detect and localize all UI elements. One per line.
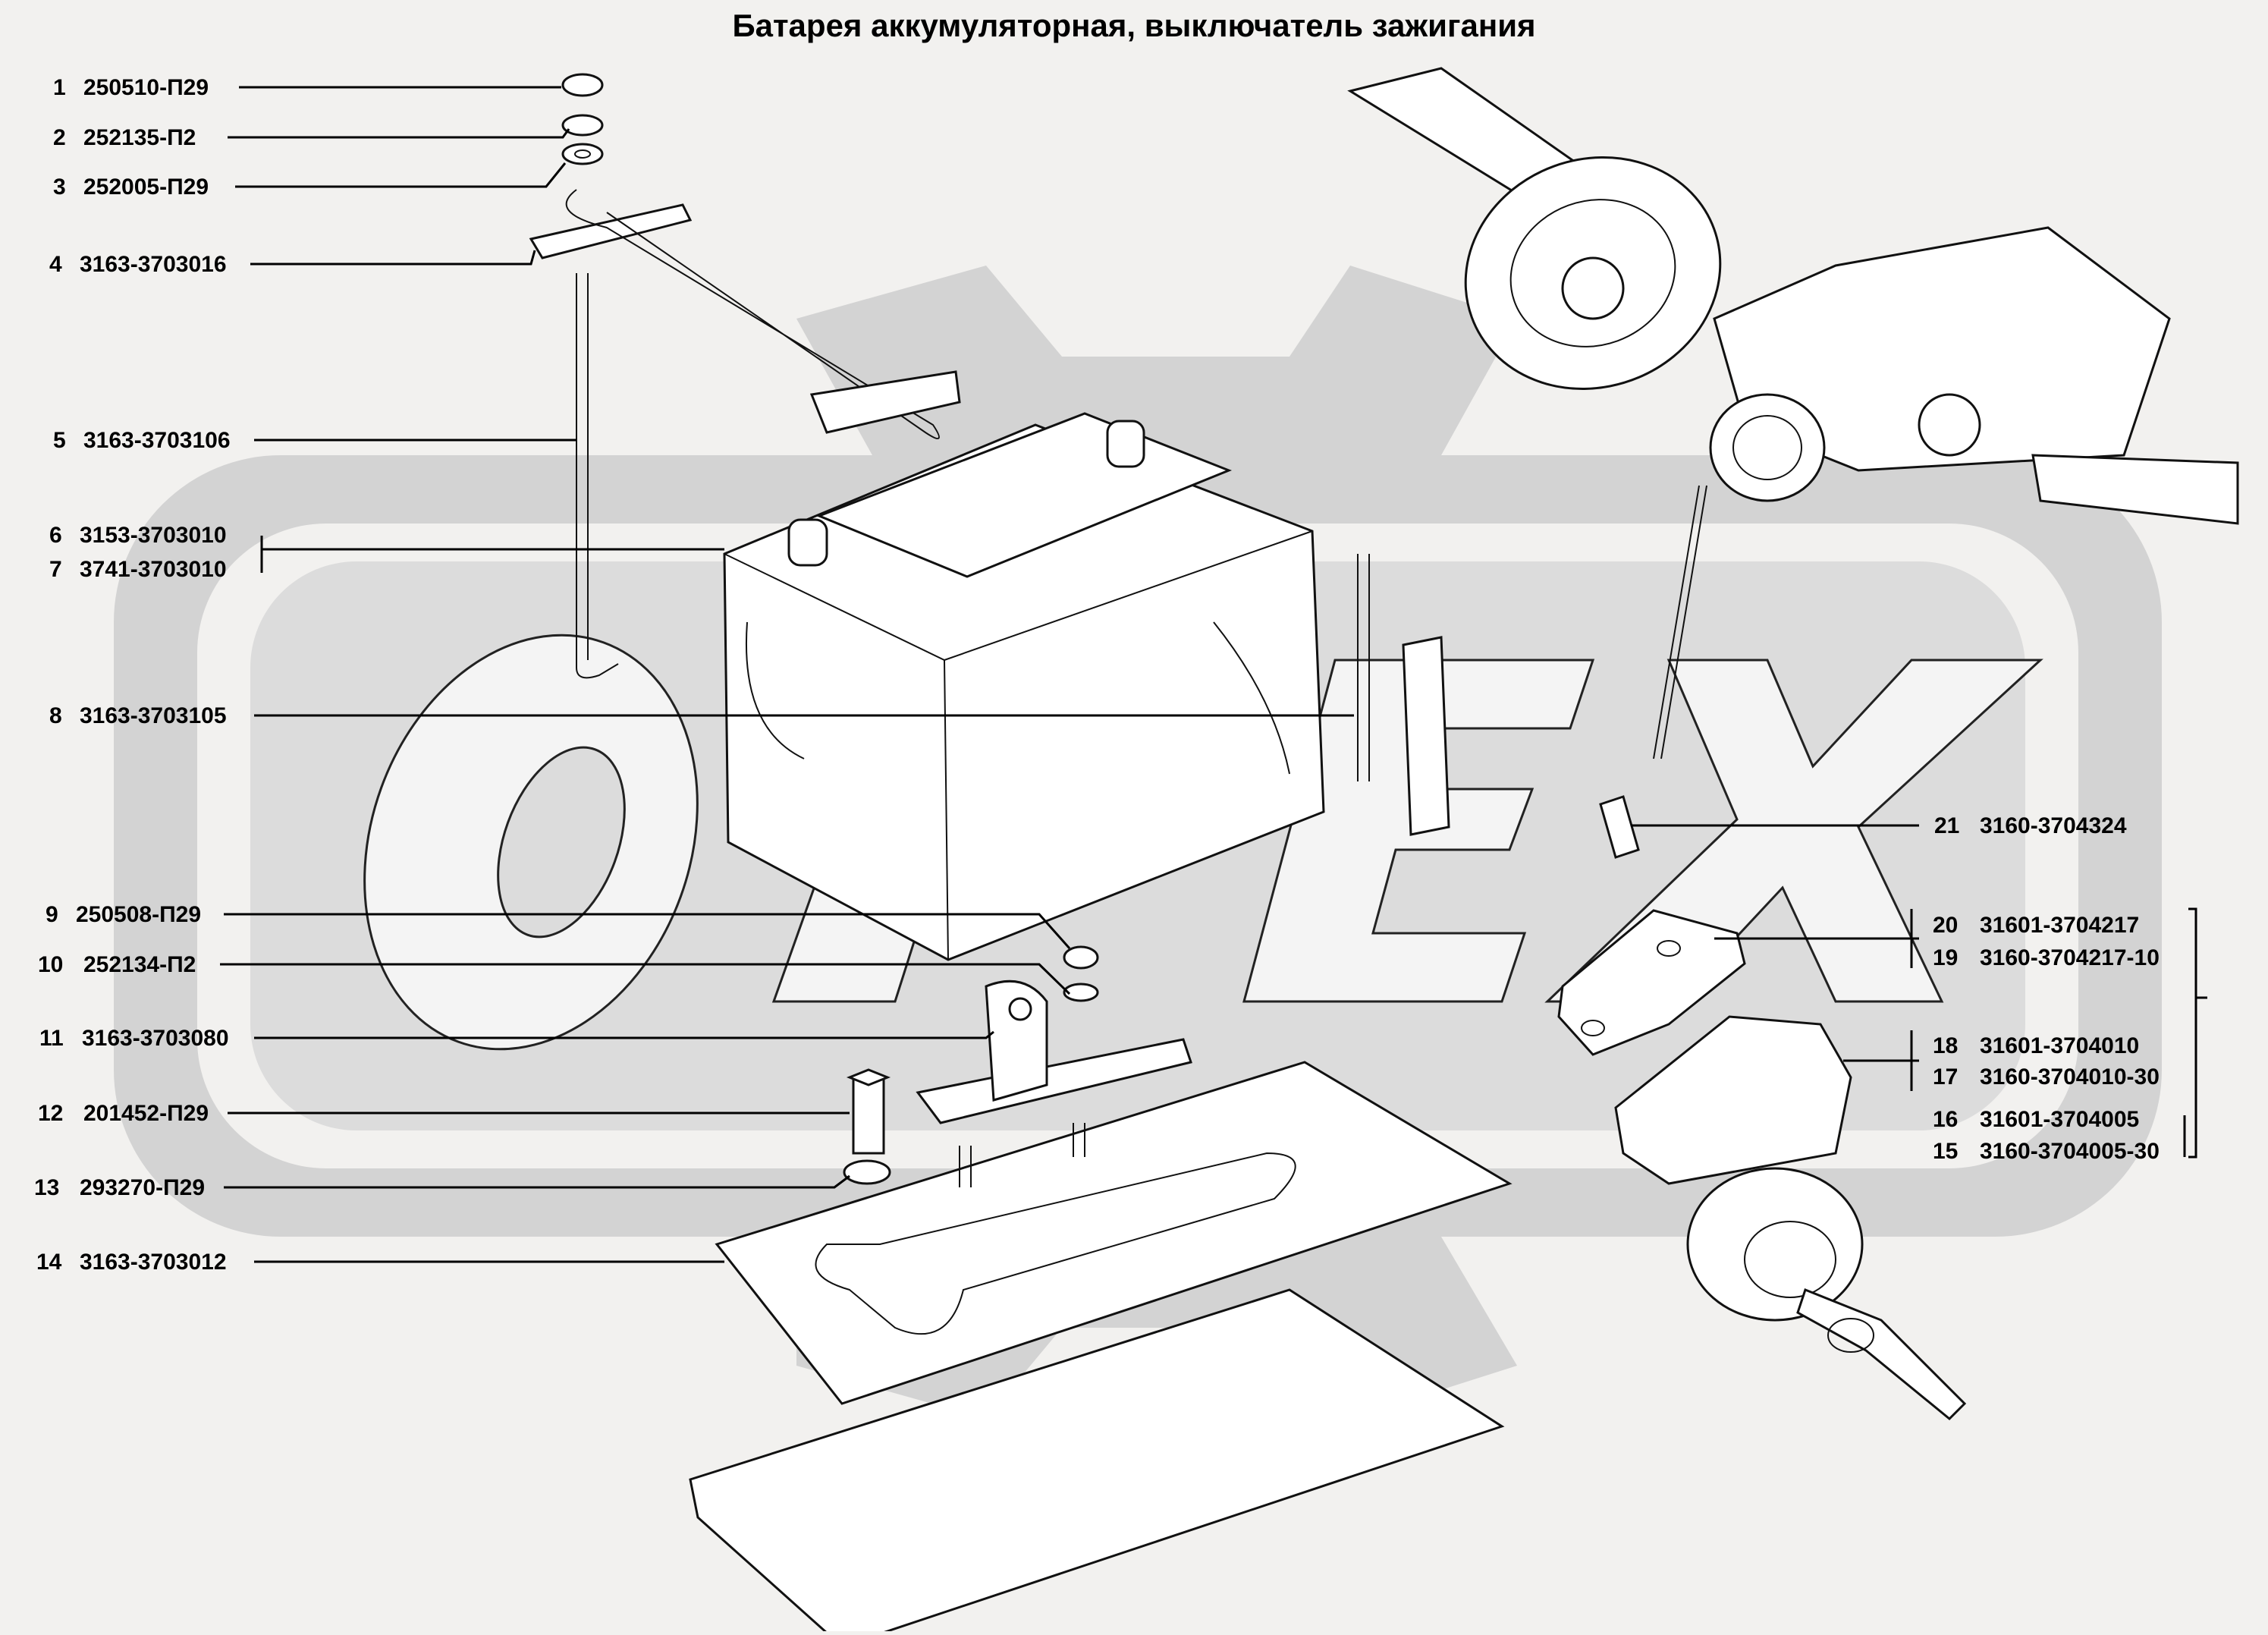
part-code: 293270-П29 [80, 1175, 205, 1200]
part-code: 31601-3704005 [1980, 1107, 2139, 1132]
part-label: 4 [49, 252, 62, 277]
part-label: 21 [1934, 813, 1959, 838]
part-label: 19 [1933, 945, 1958, 970]
diagram-title: Батарея аккумуляторная, выключатель зажи… [732, 8, 1536, 43]
bracket-11-part [843, 945, 1192, 1187]
ignition-switch-part [1557, 795, 1967, 1421]
part-code: 3153-3703010 [80, 523, 227, 548]
part-code: 3163-3703016 [80, 252, 227, 277]
part-label: 7 [49, 557, 62, 582]
part-code: 3163-3703105 [80, 703, 227, 728]
part-code: 252135-П2 [83, 125, 196, 150]
part-code: 31601-3704010 [1980, 1033, 2139, 1058]
part-code: 201452-П29 [83, 1101, 209, 1126]
part-label: 18 [1933, 1033, 1958, 1058]
nut-washer-stack [561, 73, 604, 165]
part-code: 3741-3703010 [80, 557, 227, 582]
clamp-frame-part [529, 189, 961, 679]
part-label: 2 [53, 125, 66, 150]
part-label: 14 [36, 1250, 62, 1275]
part-label: 11 [39, 1026, 64, 1051]
part-label: 8 [49, 703, 62, 728]
leader-lines [220, 86, 2207, 1263]
part-code: 3163-3703080 [82, 1026, 229, 1051]
part-code: 3160-3704010-30 [1980, 1064, 2160, 1089]
part-code: 31601-3704217 [1980, 913, 2139, 938]
part-label: 13 [34, 1175, 59, 1200]
part-label: 5 [53, 428, 66, 453]
part-label: 12 [38, 1101, 63, 1126]
part-label: 9 [46, 902, 58, 927]
part-code: 3160-3704005-30 [1980, 1139, 2160, 1164]
part-code: 3163-3703106 [83, 428, 231, 453]
part-code: 3160-3704324 [1980, 813, 2127, 838]
part-labels: 1 250510-П29 2 252135-П2 3 252005-П29 4 … [34, 75, 2160, 1275]
part-code: 250508-П29 [76, 902, 201, 927]
part-label: 10 [38, 952, 63, 977]
stud-8-part [1357, 554, 1450, 836]
part-label: 17 [1933, 1064, 1958, 1089]
part-label: 1 [53, 75, 66, 100]
part-code: 3163-3703012 [80, 1250, 227, 1275]
battery-tray-part [689, 1061, 1513, 1635]
steering-column-part [1347, 67, 2239, 759]
part-code: 252005-П29 [83, 175, 209, 200]
part-label: 15 [1933, 1139, 1958, 1164]
part-label: 6 [49, 523, 62, 548]
part-label: 3 [53, 175, 66, 200]
part-code: 3160-3704217-10 [1980, 945, 2160, 970]
part-code: 250510-П29 [83, 75, 209, 100]
part-label: 16 [1933, 1107, 1958, 1132]
part-code: 252134-П2 [83, 952, 196, 977]
battery-part [723, 412, 1325, 961]
part-label: 20 [1933, 913, 1958, 938]
